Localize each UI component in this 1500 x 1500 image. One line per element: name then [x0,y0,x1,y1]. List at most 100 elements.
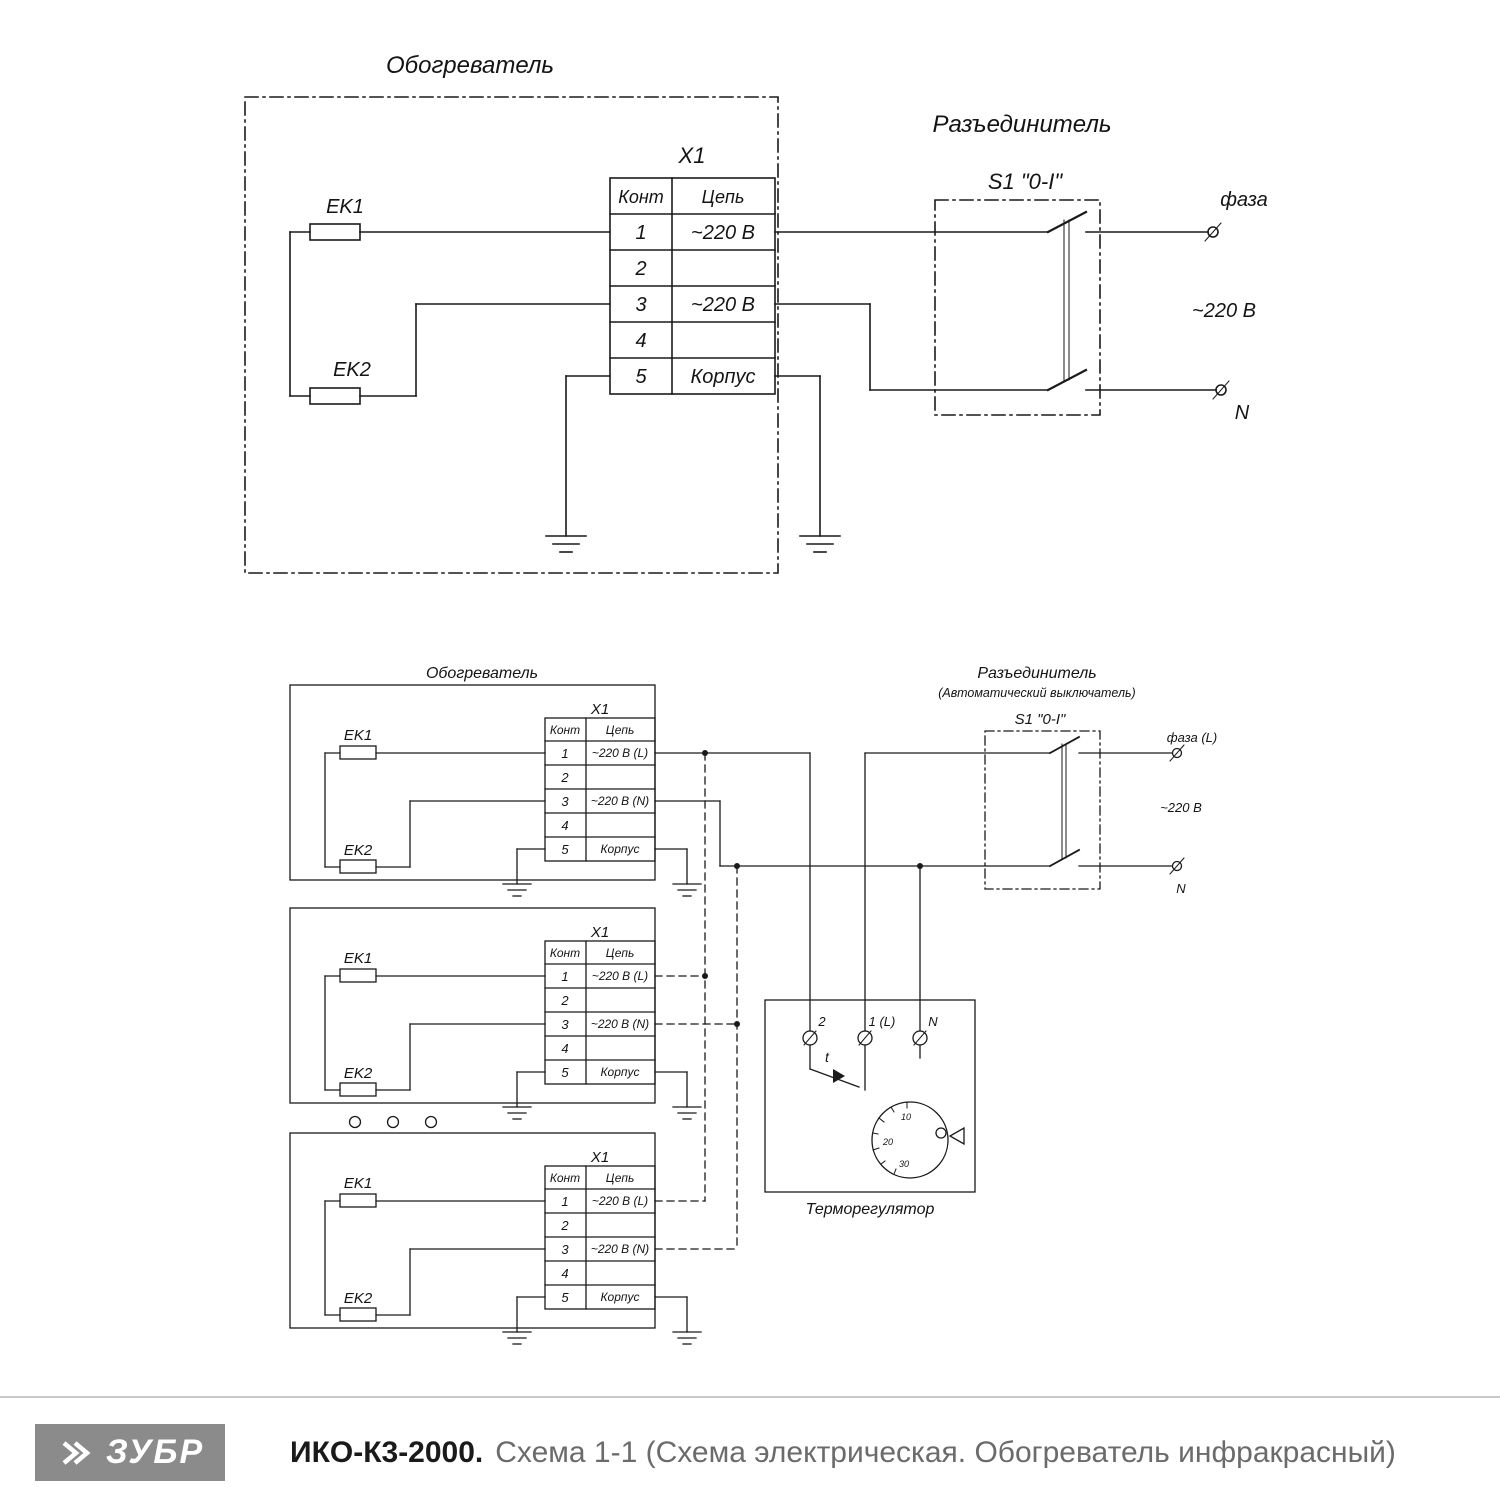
neutral-label: N [1235,402,1250,424]
ground-symbol [654,1071,702,1120]
top-diagram: Обогреватель EK1 EK2 X1 [244,52,1268,574]
switch-name-label: S1 "0-I" [1015,711,1066,728]
ground-symbol [502,848,546,897]
screw-terminal: 2 [802,1014,826,1046]
phase-terminal: фаза (L) [1167,730,1217,762]
brand-name: ЗУБР [105,1433,205,1471]
pin-label: 5 [561,1065,569,1080]
pin-label: 5 [635,366,647,388]
disconnector-switch: Разъединитель S1 "0-I" [932,111,1217,416]
disconnector-switch: Разъединитель (Автоматический выключател… [938,665,1173,890]
table-header-circuit: Цепь [606,723,635,737]
circuit-label: ~220 В [691,222,755,244]
more-units-ellipsis [348,1115,438,1129]
terminal-table-x1: X1 Конт Цепь 1 2 3 4 5 ~220 В ~220 В Кор… [609,143,776,395]
pin-label: 4 [635,330,646,352]
phase-label: фаза (L) [1167,730,1217,745]
screw-terminal: N [912,1014,938,1046]
pin-label: 3 [561,794,569,809]
disconnector-subtitle: (Автоматический выключатель) [938,686,1135,700]
schema-description: Схема 1-1 (Схема электрическая. Обогрева… [495,1435,1396,1469]
heating-element-ek2: EK2 [324,800,546,874]
heating-element-ek2: EK2 [324,1248,546,1322]
ground-symbol [545,375,611,553]
ground-symbol [654,1296,702,1345]
thermal-contact: t [809,1044,921,1091]
dial-pointer-icon [948,1126,965,1146]
terminal-table-x1: Конт Цепь 1 2 3 4 5 ~220 В (L) ~220 В (N… [544,1165,656,1310]
table-header-circuit: Цепь [606,946,635,960]
bottom-diagram: Обогреватель X1 Конт Цепь 1 2 3 4 5 ~220… [289,665,1217,1345]
pin-label: 1 [561,746,568,761]
circuit-label: ~220 В (L) [592,746,648,760]
ground-symbol [654,848,702,897]
circuit-label: ~220 В [691,294,755,316]
heating-element-ek1: EK1 [289,196,611,241]
dial-mark: 10 [901,1112,911,1122]
ground-symbol [502,1296,546,1345]
footer-caption: ИКО-К3-2000. Схема 1-1 (Схема электричес… [290,1424,1396,1481]
heater-enclosure-box [244,96,779,574]
pin-label: 3 [635,294,646,316]
ek2-label: EK2 [344,1290,373,1307]
heating-element-ek2: EK2 [324,1023,546,1097]
circuit-label: ~220 В (L) [592,969,648,983]
pin-label: 3 [561,1017,569,1032]
voltage-label: ~220 В [1160,800,1202,815]
ek1-label: EK1 [344,727,372,744]
ek1-label: EK1 [326,196,364,218]
heating-element-ek1: EK1 [324,950,546,983]
voltage-label: ~220 В [1192,300,1256,322]
heater-unit-3: X1 Конт Цепь 1 2 3 4 5 ~220 В (L) ~220 В… [289,1132,738,1345]
neutral-terminal: N [1212,380,1250,424]
heating-element-ek2: EK2 [289,303,611,405]
pin-label: 4 [561,1266,568,1281]
connector-label: X1 [590,1149,609,1166]
phase-terminal: фаза [1204,189,1268,242]
screw-terminal: 1 (L) [857,1014,896,1046]
neutral-label: N [1176,881,1186,896]
ground-symbol [774,375,841,553]
table-header-pin: Конт [550,946,580,960]
pin-label: 1 [561,969,568,984]
brand-logo: ЗУБР [35,1424,225,1481]
table-header-pin: Конт [618,187,664,207]
phase-label: фаза [1220,189,1268,211]
thermostat-dial: 10 20 30 [871,1101,965,1179]
thermostat-title: Терморегулятор [806,1201,935,1218]
thermostat: 2 1 (L) N t [764,999,976,1218]
terminal-label: 1 (L) [869,1014,896,1029]
circuit-label: ~220 В (N) [591,1017,649,1031]
ek2-label: EK2 [344,842,373,859]
ek2-label: EK2 [333,359,371,381]
interconnect-wiring [654,750,1051,1250]
connector-label: X1 [590,701,609,718]
terminal-table-x1: Конт Цепь 1 2 3 4 5 ~220 В (L) ~220 В (N… [544,717,656,862]
pin-label: 3 [561,1242,569,1257]
heater-unit-1: X1 Конт Цепь 1 2 3 4 5 ~220 В (L) ~220 В… [289,684,702,897]
supply-wires [774,231,1049,391]
disconnector-title: Разъединитель [977,665,1096,682]
table-header-circuit: Цепь [702,187,745,207]
zubr-arrow-icon [62,1440,91,1465]
terminal-label: N [928,1014,938,1029]
dial-mark: 20 [882,1137,893,1147]
terminal-label: 2 [817,1014,826,1029]
dial-knob-dot [935,1127,947,1139]
pin-label: 5 [561,1290,569,1305]
pin-label: 2 [560,1218,569,1233]
table-header-circuit: Цепь [606,1171,635,1185]
connector-label: X1 [678,143,706,168]
heater-title: Обогреватель [426,665,538,682]
thermostat-box [764,999,976,1193]
ek1-label: EK1 [344,1175,372,1192]
heater-title: Обогреватель [386,52,554,79]
circuit-label: ~220 В (N) [591,1242,649,1256]
heating-element-ek1: EK1 [324,1175,546,1208]
disconnector-title: Разъединитель [932,111,1111,138]
neutral-terminal: N [1169,857,1186,896]
terminal-table-x1: Конт Цепь 1 2 3 4 5 ~220 В (L) ~220 В (N… [544,940,656,1085]
circuit-label: Корпус [600,1290,639,1304]
pin-label: 4 [561,1041,568,1056]
